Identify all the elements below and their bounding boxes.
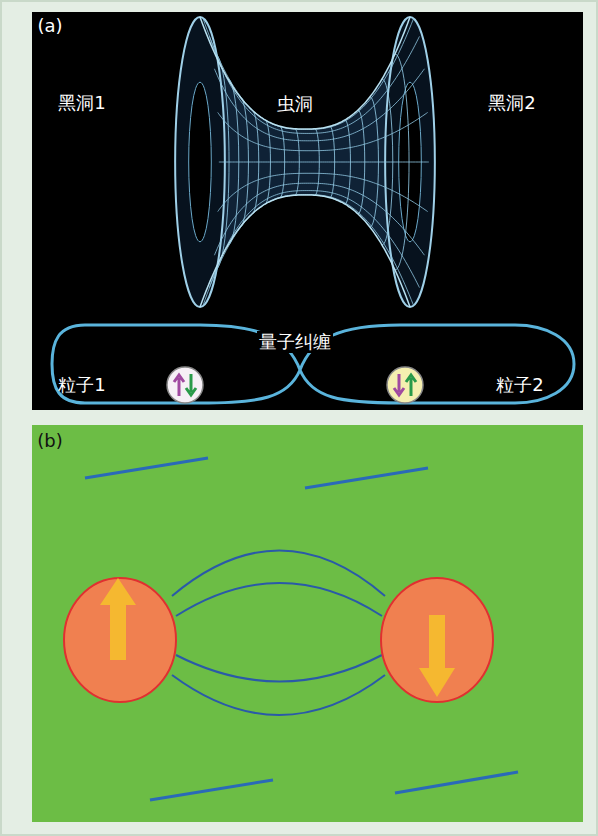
panel-b [32,425,583,822]
black-hole-label: 黑洞2 [486,92,537,114]
particle-label: 粒子2 [494,374,545,396]
bond-lines [172,551,385,716]
entanglement-loop [52,325,574,403]
panel-a [32,12,583,410]
entanglement-label: 量子纠缠 [257,331,333,353]
panel-label: (a) [35,15,64,37]
spin-up-particle [64,578,176,702]
spin-down-particle [381,578,493,702]
wormhole-label: 虫洞 [275,93,315,115]
wormhole-figure [175,17,435,307]
particle-1 [167,367,203,403]
particle-label: 粒子1 [56,374,107,396]
particle-2 [387,367,423,403]
panel-label: (b) [35,430,64,452]
black-hole-label: 黑洞1 [56,92,107,114]
